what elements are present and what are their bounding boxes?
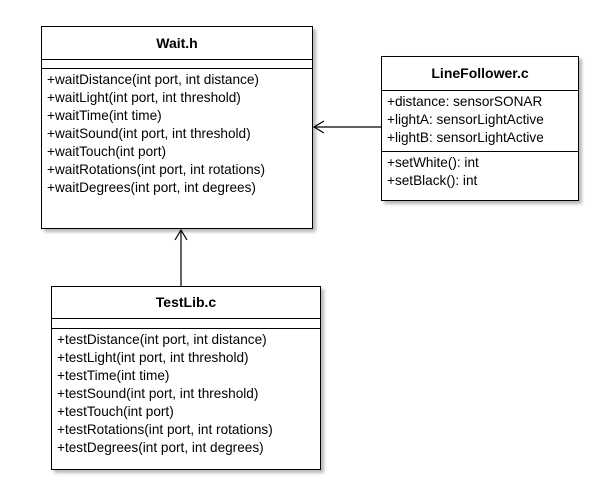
method-test-rotations: +testRotations(int port, int rotations) [57,422,273,437]
class-wait-h-attributes [42,60,312,69]
attribute-light-b: +lightB: sensorLightActive [387,130,544,145]
attribute-distance: +distance: sensorSONAR [387,94,543,109]
class-testlib-c-title: TestLib.c [52,287,320,319]
method-test-degrees: +testDegrees(int port, int degrees) [57,440,264,455]
class-testlib-c-methods: +testDistance(int port, int distance) +t… [52,329,320,457]
class-linefollower-c-attributes: +distance: sensorSONAR +lightA: sensorLi… [382,91,578,152]
method-set-black: +setBlack(): int [387,173,478,188]
method-wait-rotations: +waitRotations(int port, int rotations) [47,162,265,177]
method-test-touch: +testTouch(int port) [57,404,174,419]
relation-linefollower-to-wait [312,120,381,134]
method-wait-sound: +waitSound(int port, int threshold) [47,126,251,141]
class-wait-h[interactable]: Wait.h +waitDistance(int port, int dista… [41,26,313,229]
class-testlib-c[interactable]: TestLib.c +testDistance(int port, int di… [51,286,321,470]
method-wait-degrees: +waitDegrees(int port, int degrees) [47,180,256,195]
method-test-time: +testTime(int time) [57,368,170,383]
class-linefollower-c-methods: +setWhite(): int +setBlack(): int [382,152,578,190]
method-wait-light: +waitLight(int port, int threshold) [47,90,241,105]
class-linefollower-c-title: LineFollower.c [382,57,578,91]
method-wait-distance: +waitDistance(int port, int distance) [47,72,259,87]
method-wait-touch: +waitTouch(int port) [47,144,166,159]
method-test-distance: +testDistance(int port, int distance) [57,332,267,347]
attribute-light-a: +lightA: sensorLightActive [387,112,544,127]
class-wait-h-title: Wait.h [42,27,312,60]
method-test-sound: +testSound(int port, int threshold) [57,386,259,401]
class-wait-h-methods: +waitDistance(int port, int distance) +w… [42,69,312,197]
method-set-white: +setWhite(): int [387,155,479,170]
relation-testlib-to-wait [174,228,188,286]
method-wait-time: +waitTime(int time) [47,108,162,123]
method-test-light: +testLight(int port, int threshold) [57,350,249,365]
class-linefollower-c[interactable]: LineFollower.c +distance: sensorSONAR +l… [381,56,579,201]
class-testlib-c-attributes [52,319,320,329]
